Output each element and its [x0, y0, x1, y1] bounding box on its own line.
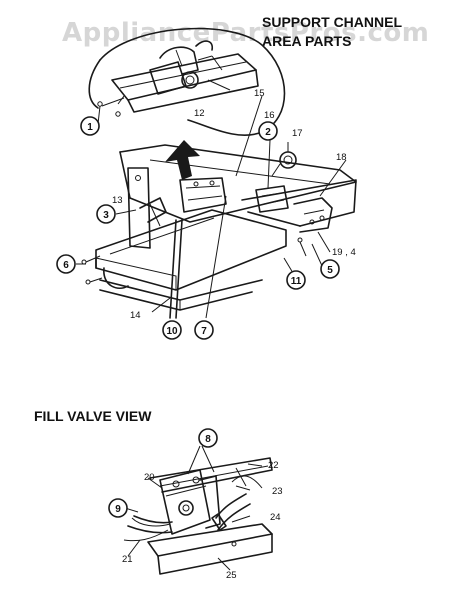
callout-5-label: 5 — [327, 265, 333, 276]
label-19-4: 19 , 4 — [332, 247, 356, 258]
callout-3-label: 3 — [103, 210, 109, 221]
fill-valve-view-title: FILL VALVE VIEW — [34, 408, 152, 424]
label-14: 14 — [130, 310, 141, 321]
label-24: 24 — [270, 512, 281, 523]
label-21: 21 — [122, 554, 133, 565]
callout-1-label: 1 — [87, 122, 93, 133]
label-25: 25 — [226, 570, 237, 581]
label-15: 15 — [254, 88, 265, 99]
label-23: 23 — [272, 486, 283, 497]
fill-valve-leader-lines — [124, 445, 263, 571]
label-22: 22 — [268, 460, 279, 471]
callout-3: 3 — [96, 204, 116, 224]
callout-6-label: 6 — [63, 260, 69, 271]
callout-2-label: 2 — [265, 127, 271, 138]
fill-valve-assembly — [123, 457, 273, 575]
support-channel-assembly — [81, 144, 357, 319]
support-leader-lines — [76, 79, 347, 313]
callout-11-label: 11 — [291, 276, 302, 287]
callout-10-label: 10 — [166, 326, 178, 337]
callout-1: 1 — [80, 116, 100, 136]
callout-2: 2 — [258, 121, 278, 141]
callout-6: 6 — [56, 254, 76, 274]
callout-5: 5 — [320, 259, 340, 279]
callout-11: 11 — [286, 270, 306, 290]
magnified-inset — [88, 27, 286, 137]
callout-8: 8 — [198, 428, 218, 448]
callout-9-label: 9 — [115, 504, 121, 515]
label-13: 13 — [112, 195, 123, 206]
label-16: 16 — [264, 110, 275, 121]
callout-8-label: 8 — [205, 434, 211, 445]
support-channel-title: SUPPORT CHANNEL — [262, 14, 402, 30]
arrow-icon — [165, 140, 200, 180]
callout-7: 7 — [194, 320, 214, 340]
callout-7-label: 7 — [201, 326, 207, 337]
label-17: 17 — [292, 128, 303, 139]
label-20: 20 — [144, 472, 155, 483]
label-12: 12 — [194, 108, 205, 119]
callout-10: 10 — [162, 320, 182, 340]
label-18: 18 — [336, 152, 347, 163]
callout-9: 9 — [108, 498, 128, 518]
area-parts-title: AREA PARTS — [262, 33, 351, 49]
